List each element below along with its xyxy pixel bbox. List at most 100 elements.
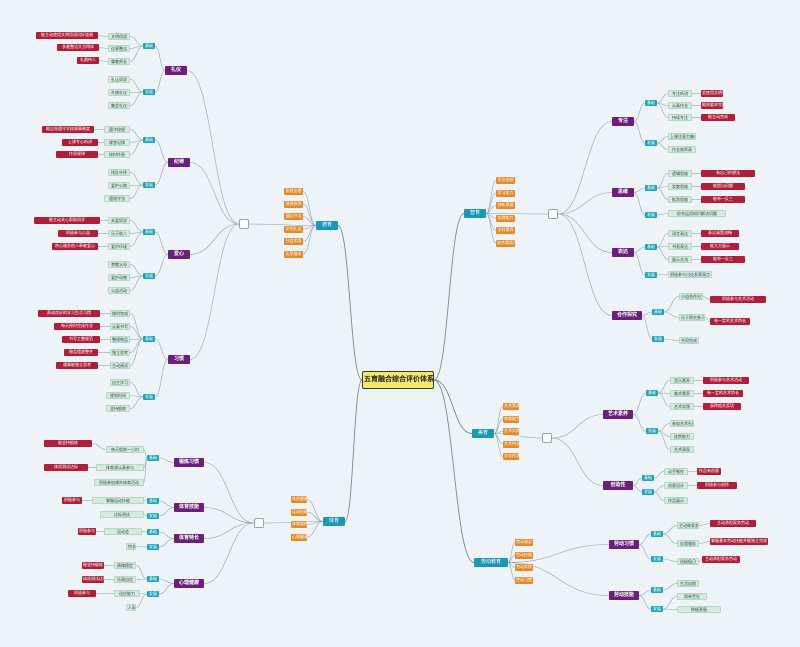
criterion-leaf-l7[interactable]: 能主动使用文明用语问好道谢 — [36, 32, 98, 39]
branch-node-b_chuangzao[interactable]: 创造性 — [603, 481, 633, 490]
branch-node-b_biaoda[interactable]: 表达 — [612, 248, 634, 257]
branch-node-b_zhuanzhu[interactable]: 专注 — [612, 117, 634, 126]
indicator-leaf-l43[interactable]: 持续专注 — [668, 114, 692, 121]
level-tag-lv15[interactable]: 基础 — [652, 309, 664, 315]
category-item-c_de_i0[interactable]: 思想品德 — [284, 188, 303, 195]
level-tag-lv8[interactable]: 发展 — [143, 394, 155, 400]
category-node-c_ti[interactable]: 体育 — [323, 517, 345, 526]
indicator-leaf-l29[interactable]: 认真书写 — [110, 323, 130, 330]
branch-node-b_jineng[interactable]: 体育技能 — [174, 503, 204, 512]
criterion-leaf-l105[interactable]: 主动承担家务劳动 — [702, 556, 740, 563]
criterion-leaf-l61[interactable]: 能大方展示 — [701, 243, 739, 250]
indicator-leaf-l10[interactable]: 遵守校规 — [104, 126, 130, 133]
criterion-leaf-l67[interactable]: 有一定的艺术特长 — [710, 318, 750, 325]
indicator-leaf-l11[interactable]: 课堂纪律 — [104, 139, 130, 146]
criterion-leaf-l76[interactable]: 获得相关奖项 — [703, 403, 741, 410]
branch-node-b_siwei[interactable]: 思维 — [612, 188, 634, 197]
level-tag-lv24[interactable]: 基础 — [147, 529, 159, 535]
category-item-c_de_i3[interactable]: 文明礼仪 — [284, 225, 303, 233]
criterion-leaf-l55[interactable]: 能举一反三 — [701, 196, 745, 203]
category-item-c_ti_i1[interactable]: 运动技能 — [291, 508, 307, 516]
branch-node-b_chengzhang[interactable]: 体育特长 — [174, 534, 204, 543]
criterion-leaf-l38[interactable]: 书写工整规范 — [62, 336, 100, 343]
branch-node-b_laodongxiguan[interactable]: 劳动习惯 — [609, 540, 639, 549]
criterion-leaf-l99[interactable]: 积极参与 — [68, 590, 96, 597]
indicator-leaf-l56[interactable]: 语言表达 — [668, 230, 692, 237]
level-tag-lv27[interactable]: 发展 — [147, 591, 159, 597]
category-item-c_zhi_i0[interactable]: 学业成绩 — [496, 177, 515, 184]
branch-node-b_duanlian[interactable]: 锻炼习惯 — [174, 458, 204, 467]
criterion-leaf-l36[interactable]: 养成良好的学习生活习惯 — [38, 310, 100, 317]
indicator-leaf-l2[interactable]: 仪表整洁 — [108, 45, 130, 52]
level-tag-lv2[interactable]: 发展 — [143, 89, 155, 95]
criterion-leaf-l40[interactable]: 遇事能独立思考 — [56, 362, 98, 369]
category-item-c_zhi_i5[interactable]: 综合素质评价 — [496, 239, 515, 247]
criterion-leaf-l18[interactable]: 作息规律 — [56, 151, 98, 158]
criterion-leaf-l16[interactable]: 能自觉遵守学校规章制度 — [42, 126, 94, 133]
indicator-leaf-l72[interactable]: 欣赏能力 — [670, 433, 694, 440]
category-node-c_zhi[interactable]: 智育 — [464, 209, 486, 218]
criterion-leaf-l46[interactable]: 会使用文明礼貌用语 — [701, 90, 723, 97]
category-item-c_zhi_i1[interactable]: 学习能力 — [496, 189, 515, 197]
indicator-leaf-l19[interactable]: 关爱同学 — [108, 217, 130, 224]
branch-node-b_aixin[interactable]: 爱心 — [168, 250, 190, 259]
criterion-leaf-l54[interactable]: 能提出问题 — [701, 183, 745, 190]
branch-node-b_laodongjineng[interactable]: 劳动技能 — [609, 591, 639, 600]
indicator-leaf-l28[interactable]: 按时完成 — [110, 310, 130, 317]
indicator-leaf-l78[interactable]: 创意设计 — [664, 482, 688, 489]
level-tag-lv7[interactable]: 基础 — [143, 336, 155, 342]
indicator-leaf-l77[interactable]: 动手制作 — [664, 468, 688, 475]
level-tag-lv5[interactable]: 基础 — [143, 229, 155, 235]
branch-node-b_liyi[interactable]: 礼仪 — [165, 66, 187, 75]
level-tag-lv3[interactable]: 基础 — [143, 137, 155, 143]
indicator-leaf-l22[interactable]: 孝敬父母 — [108, 261, 130, 268]
category-item-c_mei_i0[interactable]: 艺术素养 — [503, 403, 519, 410]
category-item-c_zhi_i2[interactable]: 创新思维 — [496, 202, 515, 209]
indicator-leaf-l3[interactable]: 尊敬师长 — [108, 58, 130, 65]
level-tag-lv31[interactable]: 发展 — [651, 606, 663, 612]
indicator-leaf-l79[interactable]: 作品展示 — [664, 497, 688, 504]
category-item-c_mei_i2[interactable]: 艺术实践 — [503, 428, 519, 435]
criterion-leaf-l104[interactable]: 掌握基本劳动技能并能独立完成 — [710, 538, 768, 545]
level-tag-lv13[interactable]: 基础 — [645, 244, 657, 250]
branch-node-b_hezuo[interactable]: 合作探究 — [612, 311, 642, 320]
category-item-c_zhi_i4[interactable]: 学科素养 — [496, 227, 515, 234]
criterion-leaf-l89[interactable]: 积极参与 — [62, 497, 82, 504]
indicator-leaf-l94[interactable]: 乐观自信 — [114, 576, 136, 583]
indicator-leaf-l93[interactable]: 情绪稳定 — [114, 562, 136, 569]
branch-node-b_xiguan[interactable]: 习惯 — [168, 355, 190, 364]
level-tag-lv20[interactable]: 发展 — [642, 489, 654, 495]
indicator-leaf-l41[interactable]: 专注听讲 — [668, 90, 692, 97]
level-tag-lv30[interactable]: 基础 — [651, 587, 663, 593]
category-item-c_ti_i3[interactable]: 心理健康 — [291, 533, 307, 541]
criterion-leaf-l92[interactable]: 积极参与 — [78, 528, 96, 535]
indicator-leaf-l34[interactable]: 规划时间 — [106, 392, 130, 399]
indicator-leaf-l35[interactable]: 坚持锻炼 — [106, 405, 130, 412]
level-tag-lv21[interactable]: 基础 — [147, 455, 159, 461]
indicator-leaf-l49[interactable]: 逻辑思维 — [668, 170, 692, 177]
indicator-leaf-l31[interactable]: 独立思考 — [110, 349, 130, 356]
criterion-leaf-l47[interactable]: 能按要求完成任务 — [701, 102, 723, 109]
indicator-leaf-l42[interactable]: 认真作业 — [668, 102, 692, 109]
indicator-leaf-l24[interactable]: 公益活动 — [108, 287, 130, 294]
category-item-c_lao_i2[interactable]: 劳动实践 — [515, 564, 533, 571]
level-tag-lv11[interactable]: 基础 — [645, 185, 657, 191]
indicator-leaf-l6[interactable]: 集会礼仪 — [108, 102, 130, 109]
criterion-leaf-l17[interactable]: 上课专心听讲 — [62, 139, 98, 146]
category-item-c_mei_i1[interactable]: 审美能力 — [503, 415, 519, 423]
indicator-leaf-l96[interactable]: 人际交往 — [126, 604, 136, 611]
category-item-c_lao_i3[interactable]: 劳动习惯 — [515, 576, 533, 584]
central-topic-center[interactable]: 五育融合综合评价体系 — [362, 371, 434, 389]
indicator-leaf-l59[interactable]: 积极参与讨论发表观点 — [668, 271, 712, 278]
indicator-leaf-l108[interactable]: 种植养殖 — [677, 606, 721, 613]
indicator-leaf-l33[interactable]: 自主学习 — [110, 379, 130, 386]
indicator-leaf-l90[interactable]: 运动会 — [104, 528, 142, 535]
criterion-leaf-l98[interactable]: 体质测试达标 — [82, 576, 104, 583]
indicator-leaf-l1[interactable]: 文明用语 — [108, 33, 130, 40]
indicator-leaf-l91[interactable]: 特长项目 — [126, 543, 136, 550]
level-tag-lv29[interactable]: 发展 — [651, 556, 663, 562]
criterion-leaf-l75[interactable]: 有一定的艺术特长 — [703, 390, 743, 397]
indicator-leaf-l82[interactable]: 每天锻炼一小时 — [106, 446, 144, 453]
criterion-leaf-l48[interactable]: 能主动完成 — [701, 114, 735, 121]
category-item-c_de_i1[interactable]: 道德修养 — [284, 200, 303, 208]
